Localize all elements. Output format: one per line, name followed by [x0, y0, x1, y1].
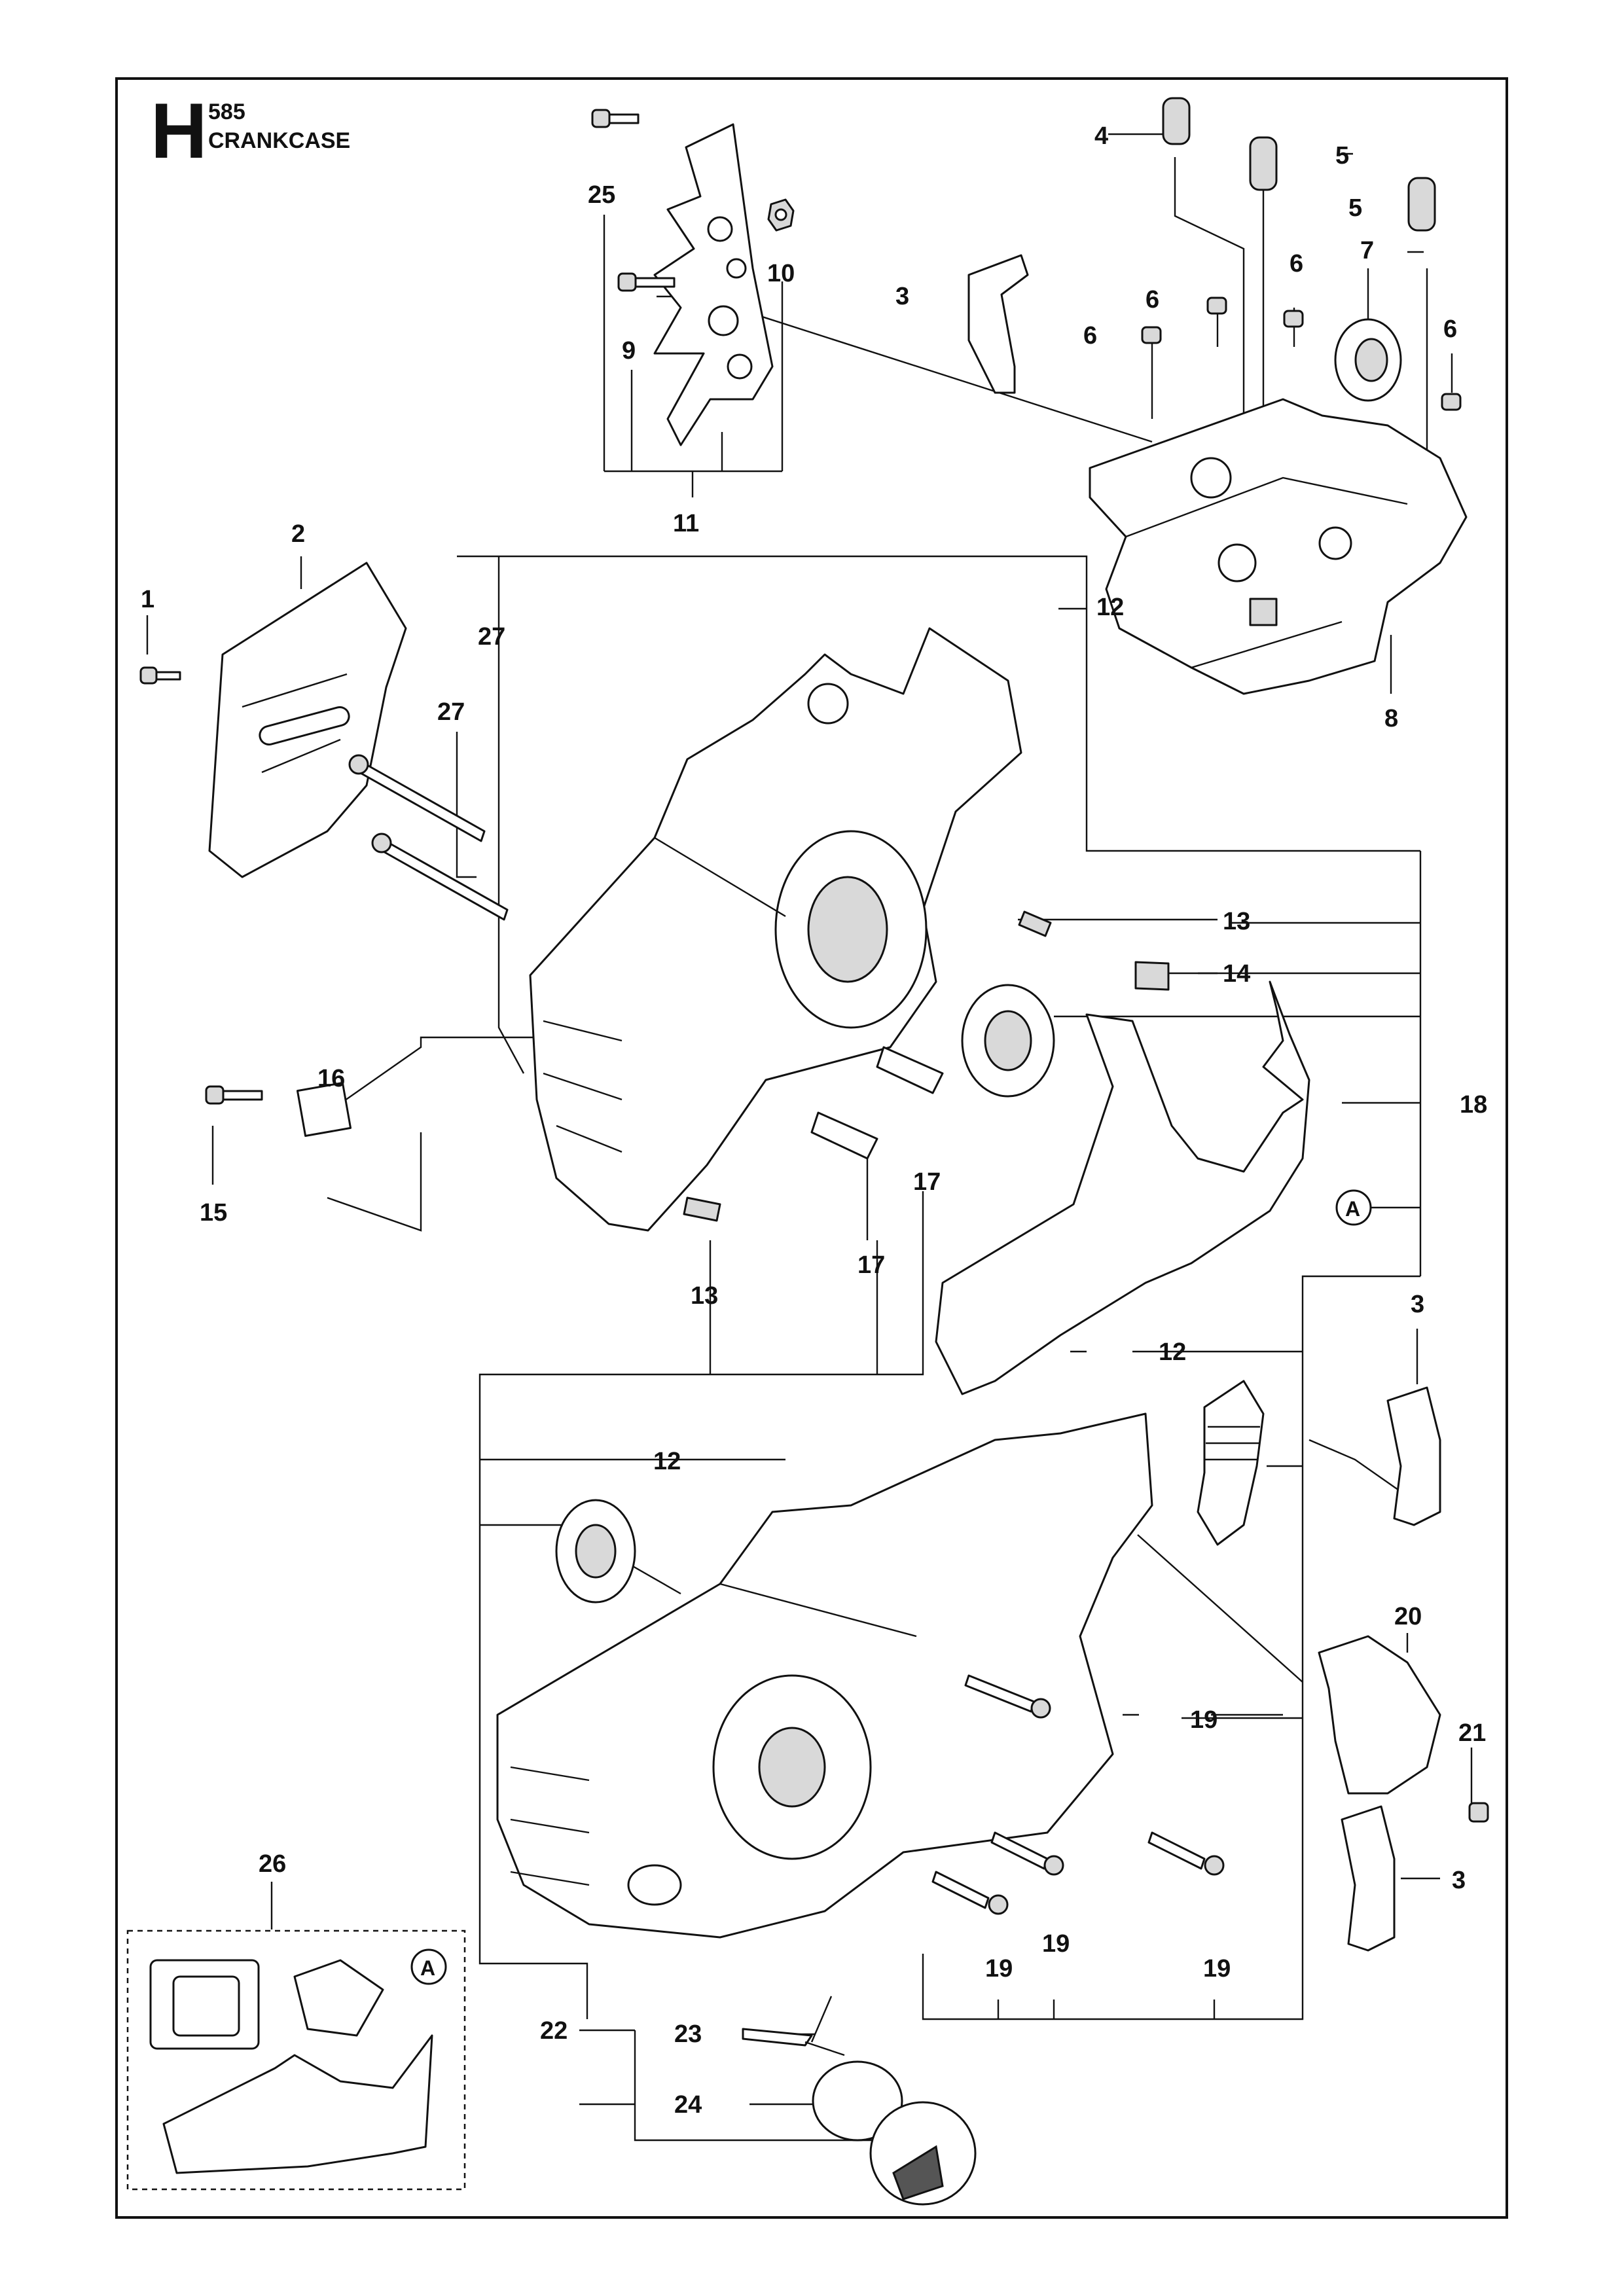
part-screw-9	[617, 272, 676, 292]
model-number: 585	[208, 99, 245, 124]
callout-11: 11	[673, 510, 699, 537]
callout-1: 1	[141, 586, 154, 613]
callout-6-c: 6	[1290, 250, 1303, 278]
part-screws-6	[1141, 296, 1462, 411]
reference-marker-A-kit	[410, 1948, 447, 1985]
callout-14: 14	[1223, 960, 1250, 988]
callout-17-b: 17	[857, 1251, 885, 1279]
callout-6-d: 6	[1443, 315, 1457, 343]
callout-A-kit: A	[420, 1956, 435, 1980]
part-bushings-4-5	[1162, 97, 1436, 232]
part-clip-3-top	[967, 254, 1029, 394]
callout-4: 4	[1094, 122, 1108, 150]
section-letter: H	[151, 87, 208, 175]
callout-26: 26	[259, 1850, 286, 1878]
part-plate-2	[208, 562, 407, 878]
callout-12-a: 12	[1096, 594, 1124, 621]
callout-6-a: 6	[1083, 322, 1097, 350]
callout-3-mid: 3	[1411, 1291, 1424, 1318]
part-cover-20-screw-21	[1318, 1635, 1489, 1823]
callout-23: 23	[674, 2020, 702, 2048]
callout-13-b: 13	[691, 1282, 718, 1310]
reference-marker-A-gasket	[1335, 1189, 1372, 1226]
callout-27-b: 27	[478, 623, 505, 651]
gasket-kit-26	[126, 1929, 466, 2191]
callout-19-d: 19	[1203, 1955, 1231, 1982]
callout-6-b: 6	[1146, 286, 1159, 314]
part-guide-plate	[653, 123, 774, 446]
part-bolts-17	[810, 1046, 944, 1160]
part-filler-cap-22	[742, 1996, 977, 2206]
callout-27-a: 27	[437, 698, 465, 726]
part-crankcase-upper	[529, 627, 1022, 1232]
part-screw-25	[591, 109, 640, 128]
callout-3-bottom: 3	[1452, 1867, 1466, 1894]
callout-A-gasket: A	[1345, 1197, 1360, 1221]
callout-13-a: 13	[1223, 908, 1250, 935]
callout-12-b: 12	[1159, 1338, 1186, 1366]
callout-5-b: 5	[1348, 194, 1362, 222]
callout-10: 10	[767, 260, 795, 287]
diagram-title: CRANKCASE	[208, 128, 351, 153]
part-screw-1	[139, 666, 181, 685]
diagram-frame	[115, 77, 1508, 2219]
part-pins-13-14	[683, 910, 1170, 1222]
part-boot-lower	[1197, 1380, 1265, 1546]
callout-12-c: 12	[653, 1448, 681, 1475]
part-crankcase-lower	[496, 1412, 1153, 1939]
part-screws-19	[931, 1674, 1225, 1915]
part-bearing-upper	[961, 984, 1055, 1098]
callout-3-top: 3	[895, 283, 909, 310]
callout-2: 2	[291, 520, 305, 548]
callout-8: 8	[1384, 705, 1398, 732]
callout-22: 22	[540, 2017, 568, 2045]
part-clips-3-lower	[1341, 1386, 1441, 1952]
part-bearing-lower	[555, 1499, 636, 1604]
callout-19-b: 19	[985, 1955, 1013, 1982]
callout-labels: 1 2 3 4 5 5 6 6 6 6 7 8 9 10 11 12 12 12…	[141, 122, 1487, 2119]
part-gasket-A	[935, 980, 1310, 1395]
callout-18: 18	[1460, 1091, 1487, 1119]
callout-20: 20	[1394, 1603, 1422, 1630]
callout-16: 16	[317, 1065, 345, 1092]
part-nut-10	[767, 198, 795, 232]
part-housing-8	[1089, 398, 1468, 695]
callout-19-c: 19	[1042, 1930, 1070, 1958]
callout-15: 15	[200, 1199, 227, 1227]
part-knob-7	[1334, 318, 1402, 402]
callout-9: 9	[622, 337, 636, 365]
part-long-screws-27	[348, 754, 509, 921]
callout-5-a: 5	[1335, 142, 1349, 170]
callout-17-a: 17	[913, 1168, 941, 1196]
part-screw-15-plate-16	[205, 1081, 352, 1138]
callout-19-a: 19	[1190, 1706, 1218, 1734]
callout-7: 7	[1360, 237, 1374, 264]
callout-21: 21	[1458, 1719, 1486, 1747]
callout-25: 25	[588, 181, 615, 209]
callout-24: 24	[674, 2091, 702, 2119]
